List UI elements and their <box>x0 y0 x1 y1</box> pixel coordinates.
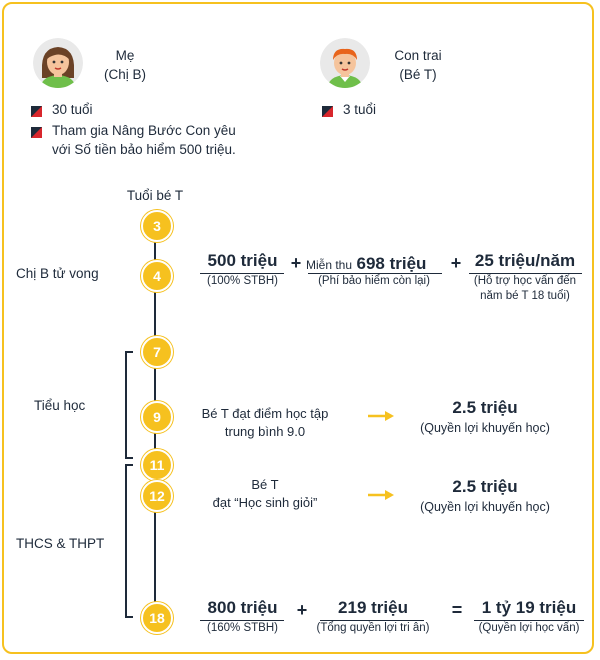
timeline-axis-label: Tuổi bé T <box>126 188 184 203</box>
age4-education-support-note-2: năm bé T 18 tuổi) <box>480 290 570 302</box>
age18-total-value: 1 tỷ 19 triệu <box>481 598 577 617</box>
age12-reward-value: 2.5 triệu <box>452 477 518 496</box>
plus-operator: + <box>290 253 302 273</box>
age9-condition-line1: Bé T đạt điểm học tập <box>201 406 329 421</box>
age4-death-benefit-note: (100% STBH) <box>207 275 278 287</box>
primary-school-label: Tiểu học <box>34 398 86 413</box>
age4-education-support-value: 25 triệu/năm <box>474 251 576 270</box>
age12-condition-line2: đạt “Học sinh giỏi” <box>212 495 318 510</box>
age9-reward-note: (Quyền lợi khuyến học) <box>420 421 550 435</box>
age4-waiver-note: (Phí bảo hiểm còn lại) <box>318 275 430 287</box>
son-fact-bullet-icon <box>322 104 333 117</box>
underline <box>200 273 284 274</box>
mother-fact-bullet-icon <box>31 104 42 117</box>
age-node-3: 3 <box>141 210 173 242</box>
son-avatar-icon <box>320 38 370 88</box>
secondary-school-label: THCS & THPT <box>16 536 105 551</box>
arrow-right-icon <box>368 488 394 506</box>
death-label: Chị B tử vong <box>16 266 99 281</box>
age18-maturity-note: (160% STBH) <box>207 622 278 634</box>
age-node-11: 11 <box>141 449 173 481</box>
mother-fact-bullet-icon <box>31 125 42 138</box>
age12-reward-note: (Quyền lợi khuyến học) <box>420 500 550 514</box>
age4-waiver-prefix: Miễn thu <box>306 258 353 272</box>
age9-condition-line2: trung bình 9.0 <box>224 424 306 439</box>
son-age: 3 tuổi <box>343 102 377 117</box>
age-node-18: 18 <box>141 602 173 634</box>
age4-death-benefit-value: 500 triệu <box>207 251 278 270</box>
plus-operator: + <box>450 253 462 273</box>
age18-gratitude-note: (Tổng quyền lợi tri ân) <box>316 622 430 634</box>
age-node-4: 4 <box>141 260 173 292</box>
mother-plan: Tham gia Nâng Bước Con yêu <box>52 123 236 138</box>
age4-education-support-note-1: (Hỗ trợ học vấn đến <box>473 275 577 287</box>
underline <box>200 620 284 621</box>
mother-sum-insured: với Số tiền bảo hiểm 500 triệu. <box>52 142 236 157</box>
mother-age: 30 tuổi <box>52 102 93 117</box>
mother-title: Mẹ <box>115 48 135 63</box>
primary-school-bracket <box>125 351 133 459</box>
secondary-school-bracket <box>125 464 133 618</box>
age9-reward-value: 2.5 triệu <box>452 398 518 417</box>
son-subtitle: (Bé T) <box>399 67 437 82</box>
underline <box>320 620 424 621</box>
age12-condition-line1: Bé T <box>251 477 279 492</box>
age4-waiver-line: Miễn thu 698 triệu <box>306 254 426 274</box>
age-node-12: 12 <box>141 480 173 512</box>
mother-avatar-icon <box>33 38 83 88</box>
underline <box>308 273 442 274</box>
equals-operator: = <box>451 600 463 620</box>
mother-subtitle: (Chị B) <box>103 67 146 82</box>
age18-gratitude-value: 219 triệu <box>338 598 408 617</box>
underline <box>469 273 582 274</box>
age4-waiver-value: 698 triệu <box>356 254 427 273</box>
son-title: Con trai <box>394 48 442 63</box>
underline <box>474 620 584 621</box>
age18-total-note: (Quyền lợi học vấn) <box>478 622 580 634</box>
age-node-9: 9 <box>141 401 173 433</box>
arrow-right-icon <box>368 409 394 427</box>
age-node-7: 7 <box>141 336 173 368</box>
infographic-frame <box>2 2 594 654</box>
age18-maturity-value: 800 triệu <box>207 598 278 617</box>
plus-operator: + <box>296 600 308 620</box>
